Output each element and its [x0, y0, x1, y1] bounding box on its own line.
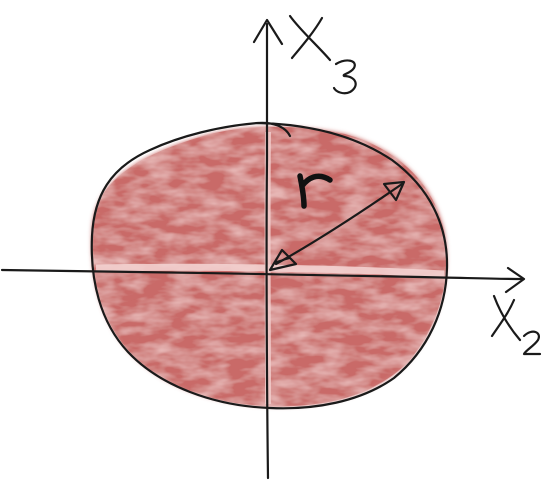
axis-x2-line: [0, 268, 524, 281]
axis-x2: [0, 266, 526, 294]
label-r: [297, 173, 333, 209]
radius-arrowhead-inner: [268, 248, 298, 272]
label-x2: [490, 294, 542, 356]
disk-outline: [90, 121, 449, 410]
radius-arrow: [268, 180, 406, 272]
label-x2-subscript: [522, 330, 542, 356]
label-x3-letter-x: [288, 14, 332, 62]
axis-x3-arrowhead: [252, 18, 284, 46]
radius-arrowhead-outer: [382, 180, 406, 202]
radius-arrowhead-inner-detail: [275, 257, 291, 263]
label-x3-subscript: [332, 59, 357, 95]
label-r-glyph: [297, 173, 333, 209]
axis-x3: [252, 18, 284, 480]
axis-x3-line: [265, 22, 270, 480]
disk: [90, 121, 449, 410]
label-x2-letter-x: [490, 294, 522, 342]
axis-x2-arrowhead: [504, 266, 526, 294]
label-x3: [288, 14, 357, 95]
